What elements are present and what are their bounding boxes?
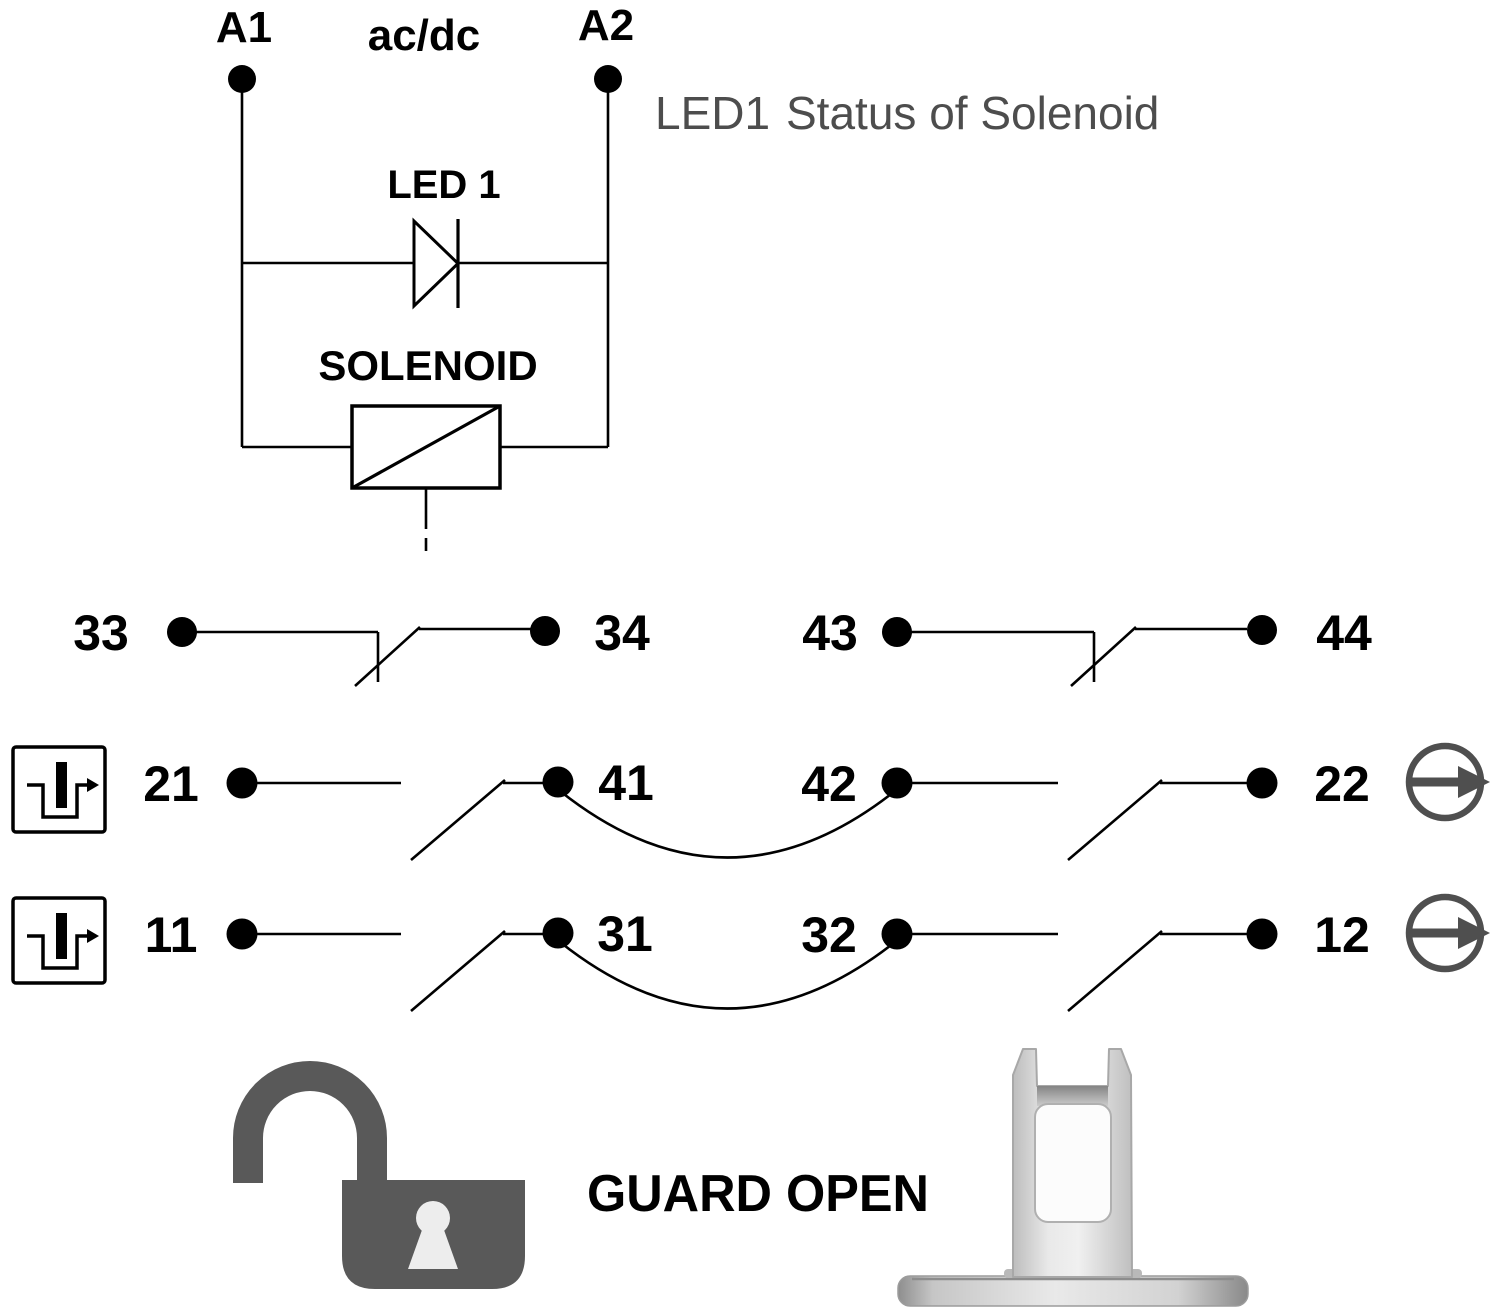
contact-21-dot — [226, 767, 258, 799]
contact-12-dot — [1246, 918, 1278, 950]
actuator-window — [1034, 1103, 1112, 1223]
contact-32-dot — [881, 918, 913, 950]
direction-arrow-head — [1458, 766, 1490, 798]
contact-44-label: 44 — [1316, 605, 1372, 661]
contact-43-label: 43 — [802, 605, 858, 661]
contact-31-label: 31 — [597, 906, 653, 962]
contact-11-31-arm — [410, 930, 506, 1012]
contact-42-dot — [881, 767, 913, 799]
contact-11-31-32-12: 11 31 32 12 — [145, 906, 1370, 1012]
contact-33-dot — [167, 617, 197, 647]
solenoid-label: SOLENOID — [318, 342, 537, 389]
circle-arrow-right-icon-row2 — [1405, 742, 1490, 822]
contact-42-22-arm — [1067, 779, 1163, 861]
contact-41-dot — [542, 766, 574, 798]
contact-33-label: 33 — [73, 605, 129, 661]
padlock-shackle — [233, 1061, 387, 1183]
led-note-id: LED1 — [655, 87, 770, 139]
led-note-desc: Status of Solenoid — [786, 87, 1159, 139]
led-status-note: LED1 Status of Solenoid — [655, 87, 1159, 139]
contact-43-44-arm — [1070, 626, 1137, 687]
contact-34-dot — [530, 616, 560, 646]
insertion-actuator-bar — [56, 913, 67, 959]
supply-type-label: ac/dc — [368, 11, 481, 60]
link-41-42-curve — [559, 789, 896, 859]
terminal-a1-label: A1 — [216, 3, 272, 52]
actuator-key-image — [897, 1048, 1249, 1307]
circle-arrow-right-icon-row3 — [1405, 893, 1490, 973]
contact-21-label: 21 — [143, 756, 199, 812]
contact-31-dot — [542, 917, 574, 949]
contact-44-dot — [1247, 615, 1277, 645]
contact-43-dot — [882, 617, 912, 647]
contact-12-label: 12 — [1314, 907, 1370, 963]
contact-41-label: 41 — [598, 755, 654, 811]
contact-22-label: 22 — [1314, 756, 1370, 812]
led-label: LED 1 — [387, 163, 500, 207]
keyhole-circle — [416, 1201, 450, 1235]
direction-arrow-head — [1458, 917, 1490, 949]
contact-43-44: 43 44 — [802, 605, 1372, 687]
insertion-channel — [27, 934, 88, 970]
led-diode-triangle — [412, 217, 461, 310]
open-padlock-icon — [233, 1061, 525, 1289]
actuator-base-plate — [897, 1275, 1249, 1307]
contact-11-dot — [226, 918, 258, 950]
contact-33-34: 33 34 — [73, 605, 650, 687]
guard-open-label: GUARD OPEN — [587, 1165, 929, 1223]
insertion-channel — [27, 783, 88, 819]
insertion-actuator-bar — [56, 762, 67, 808]
contact-32-label: 32 — [801, 907, 857, 963]
actuator-insertion-icon-row3 — [11, 896, 107, 985]
contact-34-label: 34 — [594, 605, 650, 661]
contact-21-41-42-22: 21 41 42 22 — [143, 755, 1370, 861]
insertion-arrow-head — [87, 929, 99, 943]
solenoid-diagonal — [351, 404, 501, 490]
contact-22-dot — [1246, 767, 1278, 799]
link-31-32-curve — [559, 940, 896, 1010]
terminal-a2-label: A2 — [578, 1, 634, 50]
insertion-arrow-head — [87, 778, 99, 792]
contact-33-34-arm — [354, 626, 421, 687]
contact-32-12-arm — [1067, 930, 1163, 1012]
contact-21-41-arm — [410, 779, 506, 861]
keyhole-slot — [408, 1230, 458, 1269]
actuator-crossbar — [1037, 1086, 1108, 1106]
solenoid-circuit: A1 ac/dc A2 LED 1 SOLENOID — [216, 1, 634, 556]
contact-42-label: 42 — [801, 756, 857, 812]
actuator-insertion-icon-row2 — [11, 745, 107, 834]
contact-11-label: 11 — [145, 907, 198, 963]
